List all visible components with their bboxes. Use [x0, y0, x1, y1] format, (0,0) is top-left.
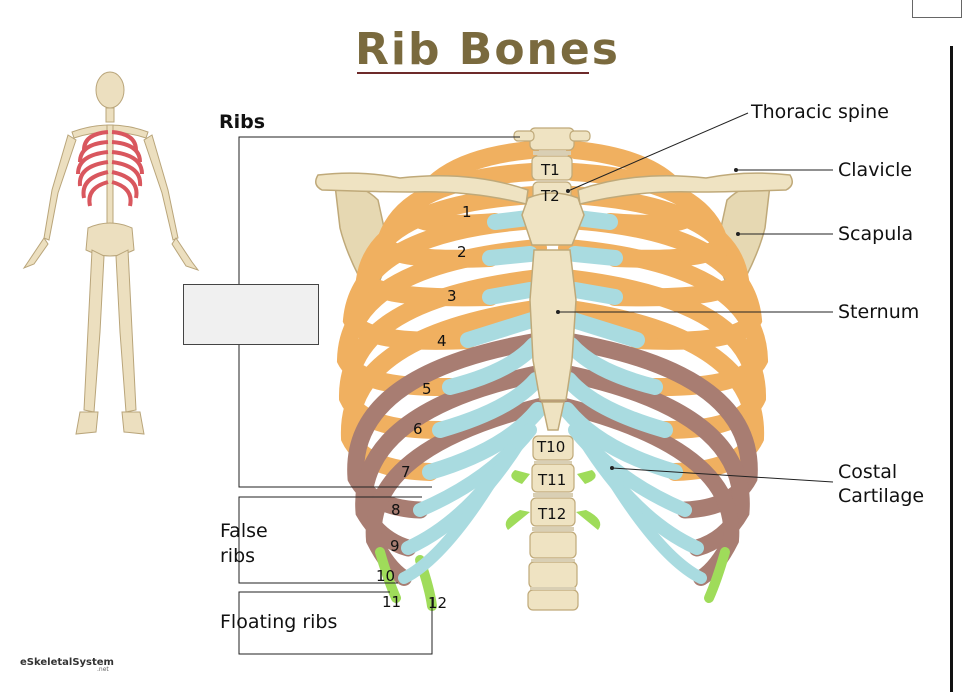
credit-brand: eSkeletalSystem — [20, 657, 114, 668]
floating-rib-cartilage-spine — [505, 470, 601, 530]
label-floating-ribs: Floating ribs — [220, 611, 338, 633]
rib-label-12: 12 — [428, 594, 447, 612]
intervertebral-discs — [530, 151, 576, 590]
blank-answer-box[interactable] — [183, 284, 319, 345]
skeleton-thumbnail-ribs — [76, 130, 144, 207]
rib-label-7: 7 — [401, 463, 411, 481]
right-divider — [950, 46, 953, 692]
label-ribs: ribs — [220, 545, 256, 567]
label-scapula: Scapula — [838, 223, 914, 245]
vertebra-label-t10: T10 — [536, 438, 565, 456]
thoracic-spine — [513, 127, 591, 611]
credit-logo: eSkeletalSystem .net — [20, 657, 114, 673]
rib-label-4: 4 — [437, 332, 447, 350]
rib-label-6: 6 — [413, 420, 423, 438]
title-underline — [357, 72, 589, 74]
leader-dots — [556, 168, 740, 470]
rib-label-2: 2 — [457, 243, 467, 261]
vertebra-labels: T1 T2 T10 T11 T12 — [536, 161, 566, 523]
vertebra-label-t12: T12 — [537, 505, 566, 523]
clavicles — [315, 172, 793, 205]
skeleton-thumbnail — [22, 71, 200, 435]
credit-suffix: .net — [97, 666, 109, 673]
rib-label-5: 5 — [422, 380, 432, 398]
label-clavicle: Clavicle — [838, 159, 913, 181]
rib-label-11: 11 — [382, 593, 401, 611]
rib-label-10: 10 — [376, 567, 395, 585]
label-false: False — [220, 520, 268, 542]
vertebra-label-t2: T2 — [540, 187, 560, 205]
sternum — [521, 192, 585, 431]
rib-label-9: 9 — [390, 537, 400, 555]
rib-label-8: 8 — [391, 501, 401, 519]
vertebra-label-t11: T11 — [537, 471, 566, 489]
label-sternum: Sternum — [838, 301, 920, 323]
page-title: Rib Bones — [355, 28, 620, 72]
label-thoracic-spine: Thoracic spine — [751, 101, 889, 123]
vertebra-label-t1: T1 — [540, 161, 560, 179]
rib-label-3: 3 — [447, 287, 457, 305]
label-costal: Costal — [838, 461, 898, 483]
rib-number-labels: 1 2 3 4 5 6 7 8 9 10 11 12 — [376, 203, 472, 612]
ribs-heading: Ribs — [219, 111, 266, 133]
label-cartilage: Cartilage — [838, 485, 925, 507]
costal-cartilage — [398, 210, 707, 584]
rib-label-1: 1 — [462, 203, 472, 221]
